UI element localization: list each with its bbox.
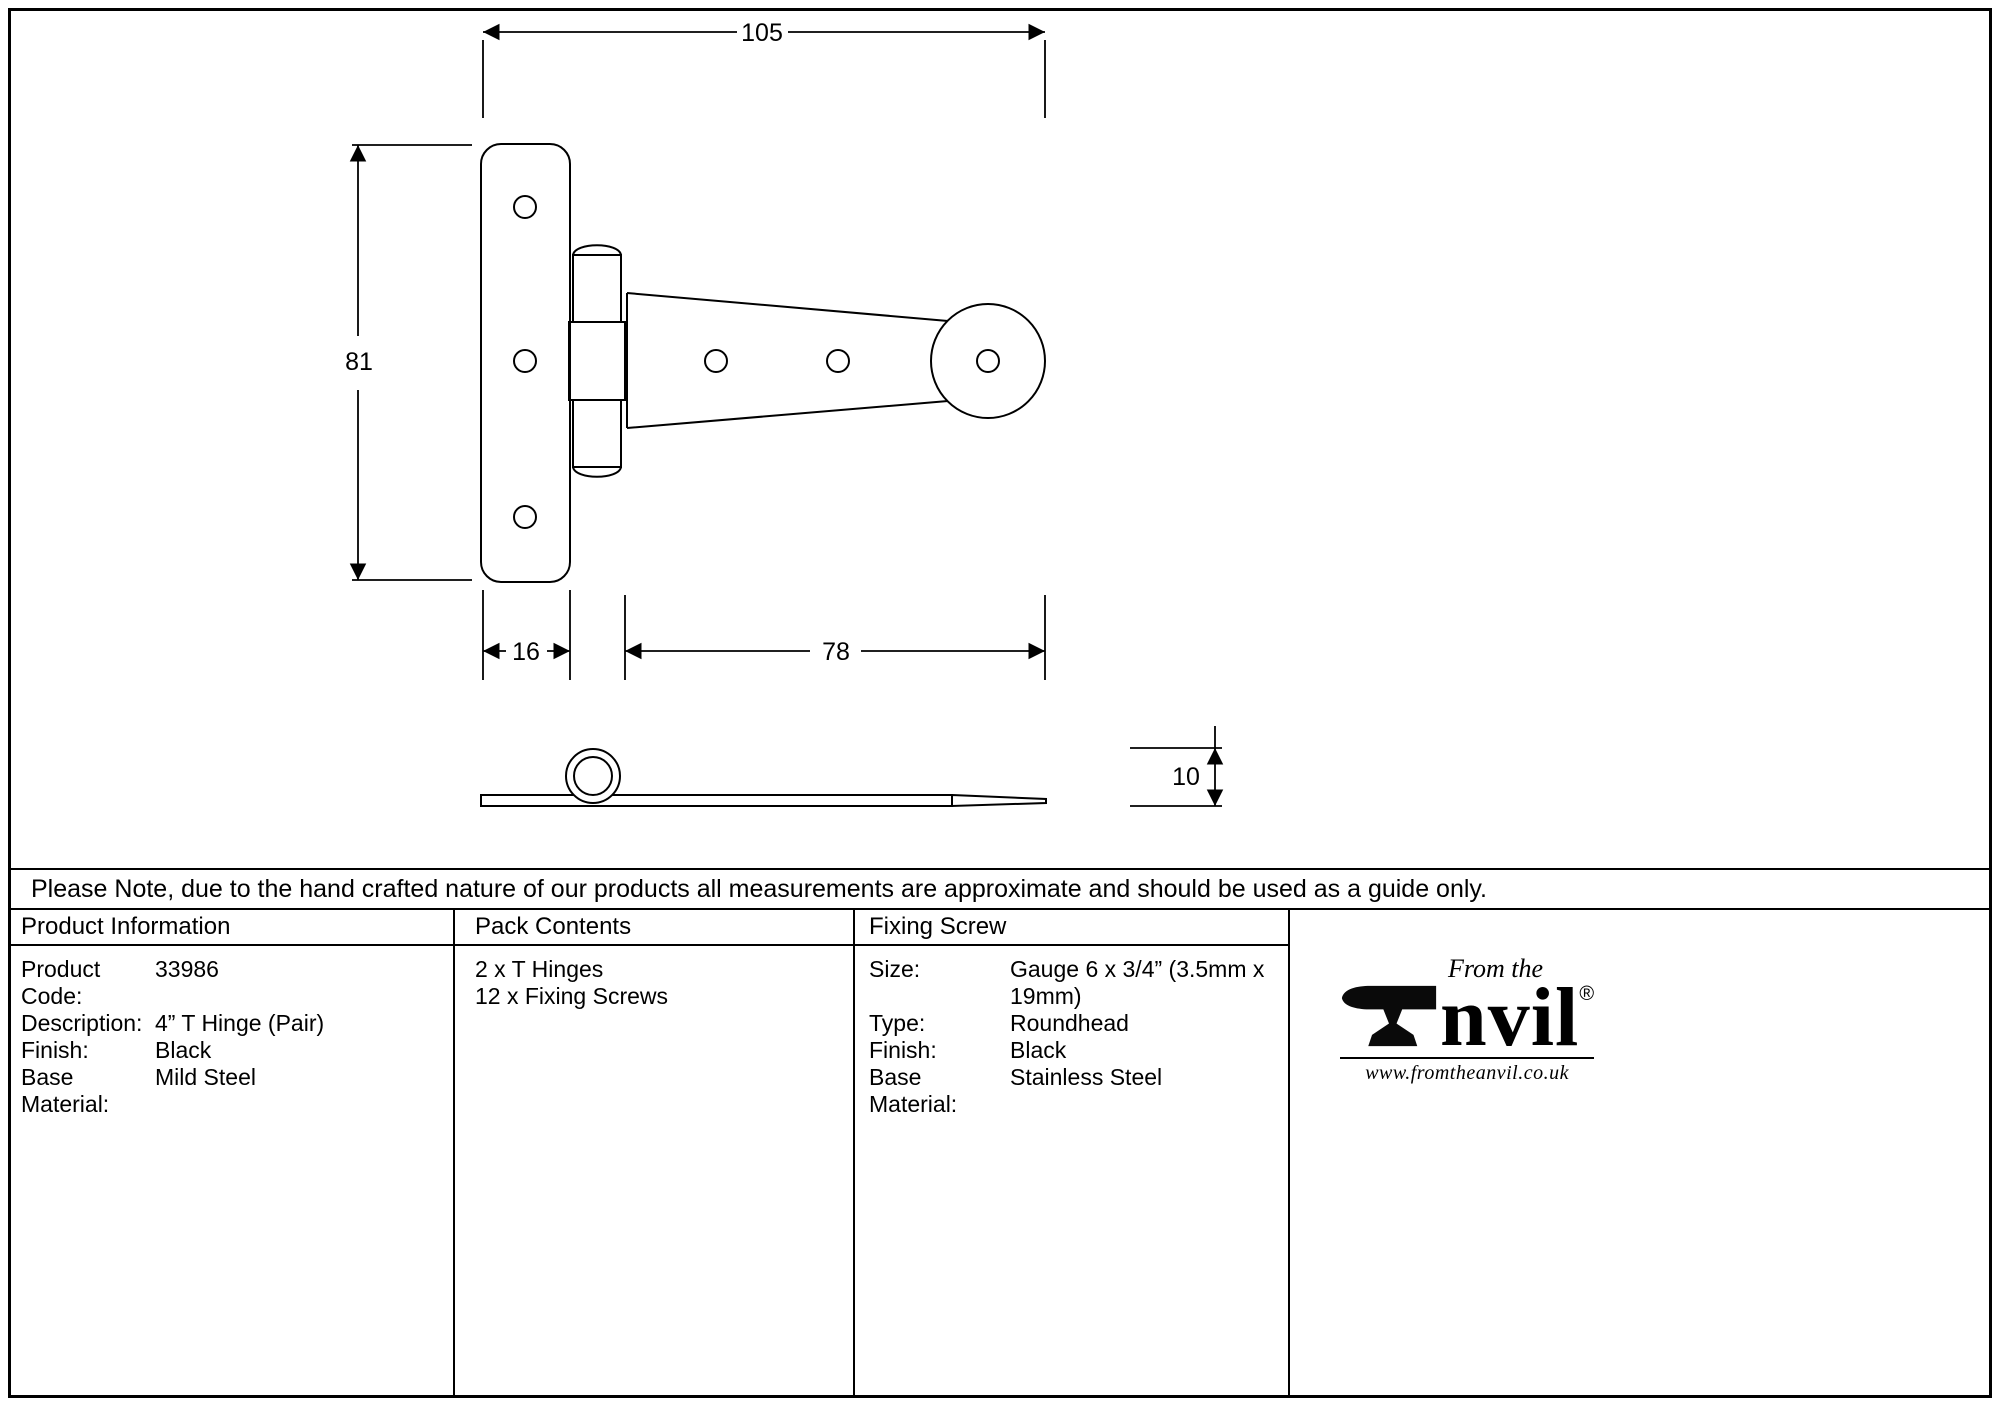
- pack-contents-header: Pack Contents: [455, 910, 855, 946]
- info-panel: Please Note, due to the hand crafted nat…: [11, 868, 1989, 1395]
- spec-label: Product Code:: [21, 956, 101, 1009]
- screw-hole: [704, 349, 728, 373]
- hinge-side-view: [480, 748, 1047, 808]
- spec-row: Finish: Black: [21, 1037, 453, 1064]
- brand-logo: From the nvil ® www.fromtheanvil.co.uk: [1340, 954, 1595, 1085]
- spec-value: Stainless Steel: [1010, 1064, 1163, 1090]
- logo-url: www.fromtheanvil.co.uk: [1340, 1056, 1595, 1085]
- spec-table: Product Information Pack Contents Fixing…: [11, 910, 1989, 1395]
- note-row: Please Note, due to the hand crafted nat…: [11, 868, 1989, 910]
- spec-row: Description: 4” T Hinge (Pair): [21, 1010, 453, 1037]
- fixing-screw-header: Fixing Screw: [855, 910, 1290, 946]
- spec-row: Finish: Black: [869, 1037, 1288, 1064]
- hinge-plate: [480, 143, 571, 583]
- column-header-label: Pack Contents: [475, 913, 632, 940]
- dim-overall-width-label: 105: [741, 19, 783, 47]
- screw-hole: [513, 505, 537, 529]
- spec-row: Product Code: 33986: [21, 956, 453, 1010]
- registered-mark: ®: [1579, 983, 1595, 1005]
- spec-row: Base Material: Stainless Steel: [869, 1064, 1288, 1118]
- dimension-lines: [349, 23, 1224, 807]
- spec-value: Black: [155, 1037, 212, 1063]
- extension-lines: [624, 595, 1046, 680]
- technical-drawing: 105 81 16 78 10: [345, 19, 1224, 808]
- spec-label: Size:: [869, 956, 921, 982]
- spec-row: Size: Gauge 6 x 3/4” (3.5mm x 19mm): [869, 956, 1288, 1010]
- knuckle-cap-top: [572, 244, 622, 256]
- dim-thickness-label: 10: [1172, 763, 1200, 791]
- pack-item: 2 x T Hinges: [475, 956, 604, 982]
- extension-lines: [352, 144, 472, 581]
- note-text: Please Note, due to the hand crafted nat…: [31, 874, 1488, 903]
- side-arm-taper: [951, 793, 1047, 808]
- spec-label: Description:: [21, 1010, 143, 1036]
- spec-label: Finish:: [869, 1037, 937, 1063]
- product-info-body: Product Code: 33986 Description: 4” T Hi…: [11, 946, 455, 1395]
- spec-label: Base Material:: [869, 1064, 958, 1117]
- dim-plate-width-label: 16: [512, 638, 540, 666]
- logo-lockup: From the nvil ®: [1340, 954, 1595, 1064]
- fixing-screw-body: Size: Gauge 6 x 3/4” (3.5mm x 19mm) Type…: [855, 946, 1290, 1395]
- page-border: [8, 8, 1992, 1398]
- extension-lines: [482, 40, 1046, 118]
- side-plate: [480, 794, 953, 807]
- column-header-label: Product Information: [21, 913, 231, 940]
- logo-brand-text: nvil: [1440, 971, 1580, 1064]
- dimension-labels: 105 81 16 78 10: [345, 19, 1200, 791]
- extension-lines: [482, 590, 571, 680]
- spec-value: 4” T Hinge (Pair): [155, 1010, 325, 1036]
- spec-value: Gauge 6 x 3/4” (3.5mm x 19mm): [1010, 956, 1265, 1009]
- spec-label: Finish:: [21, 1037, 89, 1063]
- pack-item: 12 x Fixing Screws: [475, 983, 669, 1009]
- knuckle-top: [572, 254, 622, 323]
- pack-contents-body: 2 x T Hinges 12 x Fixing Screws: [455, 946, 855, 1395]
- brand-logo-cell: From the nvil ® www.fromtheanvil.co.uk: [1290, 910, 1989, 1395]
- knuckle-middle: [568, 321, 626, 401]
- spec-label: Type:: [869, 1010, 926, 1036]
- logo-brand-row: nvil ®: [1440, 971, 1595, 1064]
- side-knuckle-pin: [573, 756, 613, 796]
- screw-hole: [513, 349, 537, 373]
- screw-hole: [513, 195, 537, 219]
- screw-hole: [976, 349, 1000, 373]
- logo-tagline: From the: [1448, 954, 1544, 983]
- logo-text: From the nvil ®: [1440, 954, 1595, 1064]
- spec-value: 33986: [155, 956, 219, 982]
- extension-lines: [1130, 726, 1222, 807]
- spec-value: Black: [1010, 1037, 1067, 1063]
- spec-value: Roundhead: [1010, 1010, 1129, 1036]
- screw-hole: [826, 349, 850, 373]
- spec-label: Base Material:: [21, 1064, 110, 1117]
- hinge-arm: [626, 292, 949, 429]
- hinge-front-view: [480, 143, 1046, 583]
- spec-row: Base Material: Mild Steel: [21, 1064, 453, 1118]
- anvil-logo-icon: [1341, 985, 1437, 1046]
- knuckle-bottom: [572, 399, 622, 468]
- arm-round-end: [930, 303, 1046, 419]
- product-info-header: Product Information: [11, 910, 455, 946]
- dim-plate-height-label: 81: [345, 348, 373, 376]
- dim-arm-length-label: 78: [822, 638, 850, 666]
- spec-row: Type: Roundhead: [869, 1010, 1288, 1037]
- knuckle-cap-bottom: [572, 466, 622, 478]
- spec-value: Mild Steel: [155, 1064, 256, 1090]
- column-header-label: Fixing Screw: [869, 913, 1007, 940]
